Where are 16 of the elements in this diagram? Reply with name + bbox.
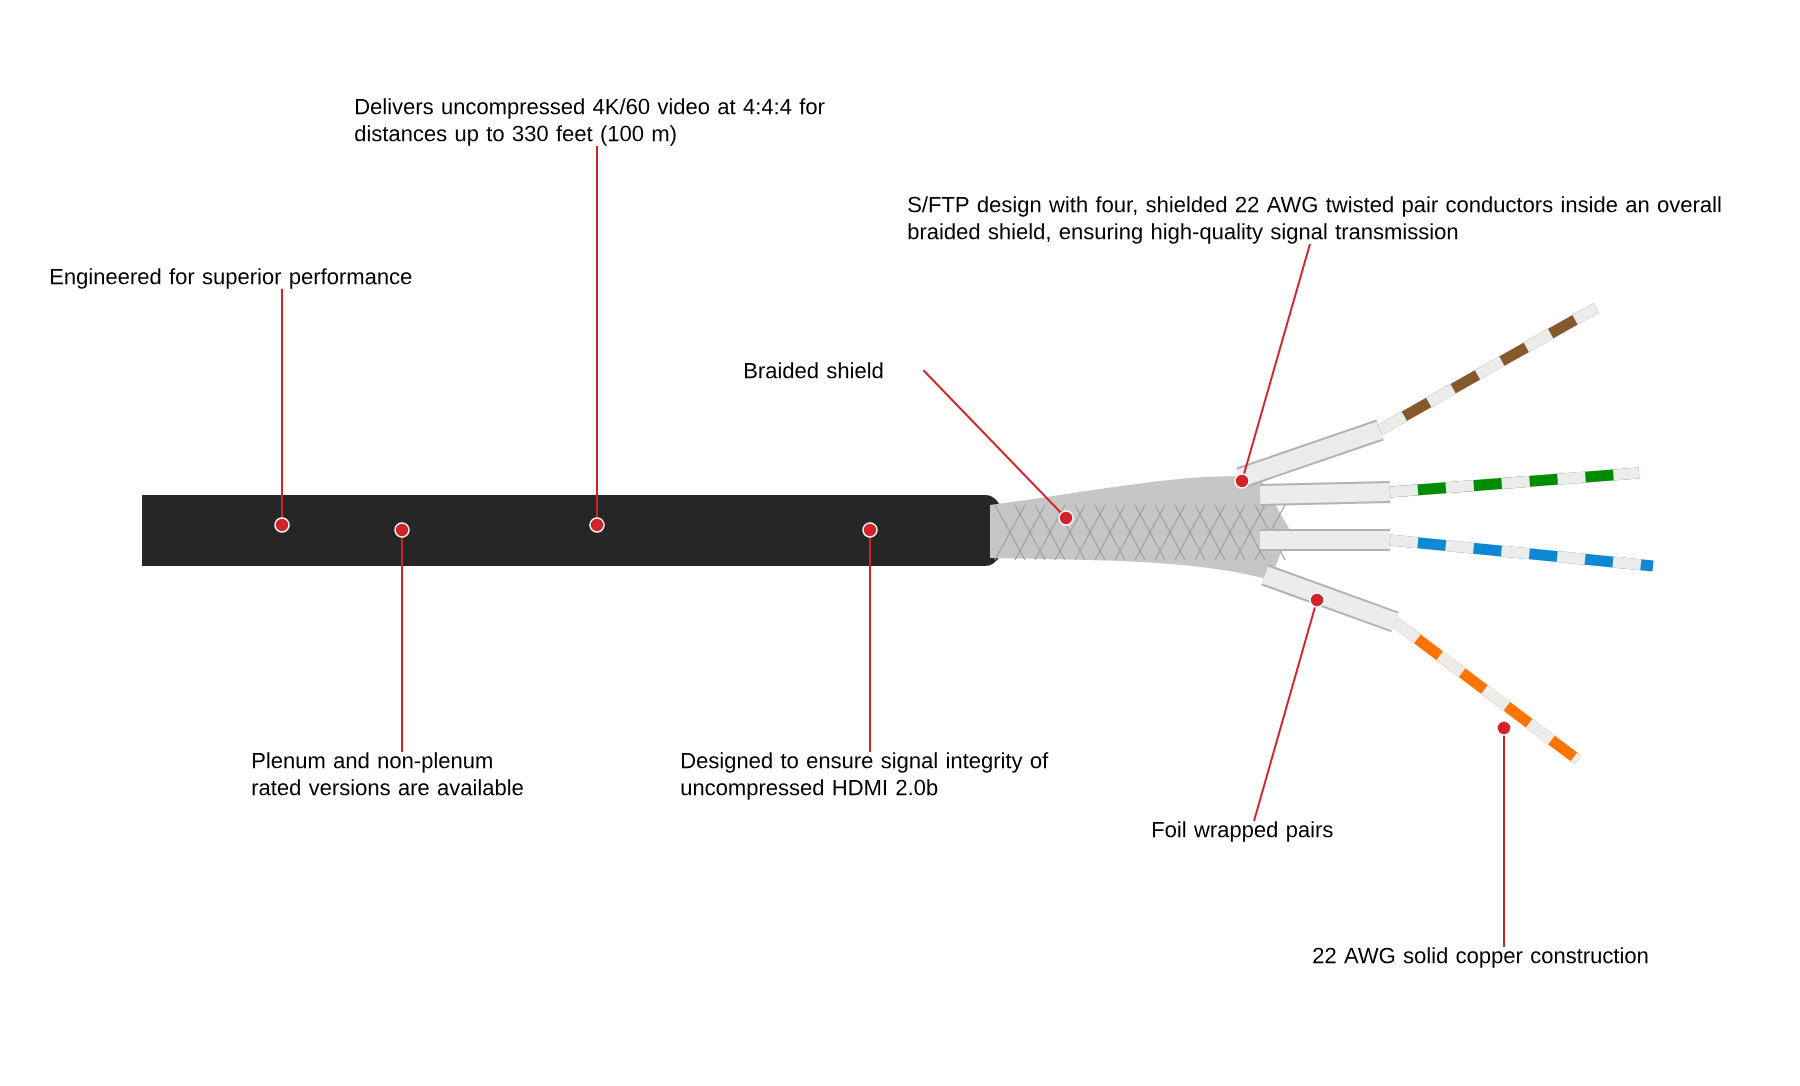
leader-line bbox=[922, 369, 1074, 526]
callout-text: Engineered for superior performance bbox=[51, 268, 412, 289]
leader-line bbox=[1234, 242, 1311, 489]
callout-text: Braided shield bbox=[745, 362, 883, 379]
leader-line bbox=[1496, 720, 1512, 948]
callout-text: 22 AWG solid copper construction bbox=[1313, 947, 1648, 968]
leader-line bbox=[394, 522, 410, 753]
leader-line bbox=[862, 522, 878, 753]
callout-text: Designed to ensure signal integrity of uncompressed HDMI 2.0b bbox=[681, 752, 1049, 800]
callout-text: Plenum and non-plenum rated versions are available bbox=[252, 752, 523, 796]
callout-text: Foil wrapped pairs bbox=[1153, 821, 1333, 842]
callout-text: Delivers uncompressed 4K/60 video at 4:4:4 for distances up to 330 feet (100 m) bbox=[355, 98, 825, 146]
callout-text: S/FTP design with four, shielded 22 AWG twisted pair conductors inside an overall braided shield, ensuring high-quality signal transmission bbox=[908, 196, 1721, 244]
leader-line bbox=[589, 144, 605, 533]
leader-line bbox=[274, 287, 290, 533]
leader-line bbox=[1253, 592, 1325, 822]
